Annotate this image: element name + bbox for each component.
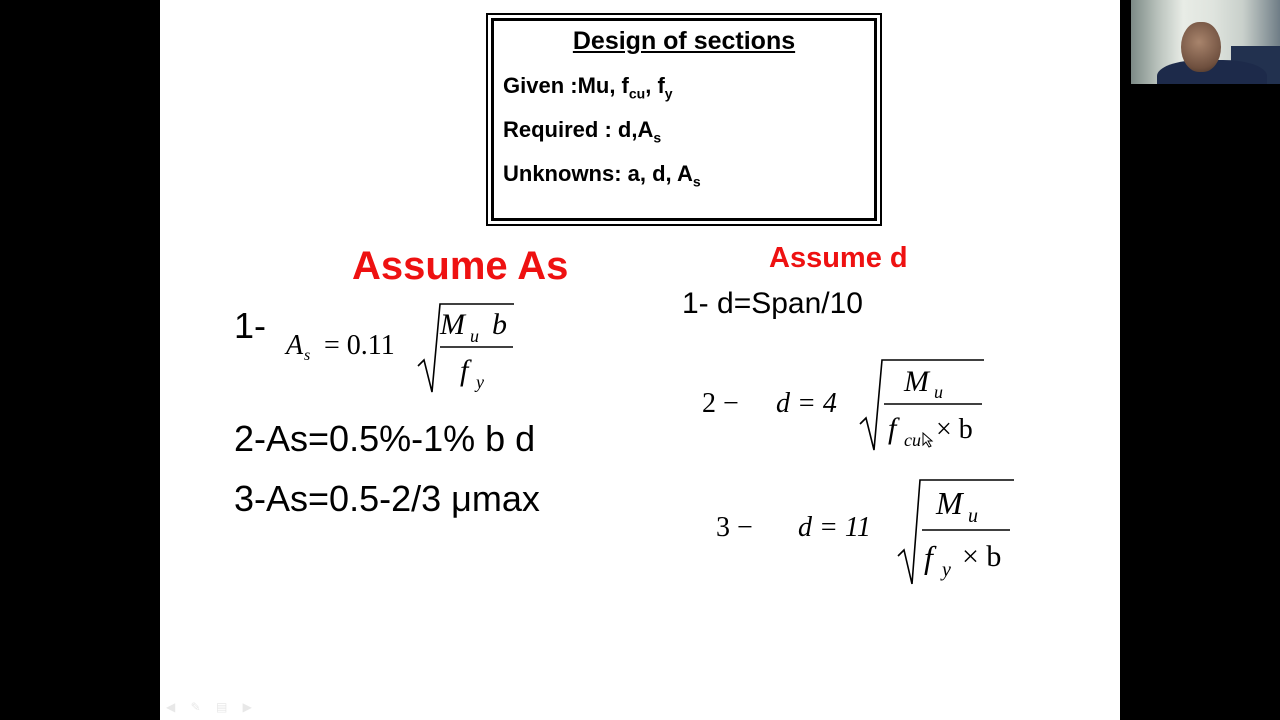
d-item1: 1- d=Span/10 <box>682 287 863 320</box>
unknowns-text: Unknowns: a, d, A <box>503 161 693 186</box>
slideshow-toolbar[interactable]: ◀ ✎ ▤ ▶ <box>166 700 258 714</box>
d-formula-2: 2 − d = 4 M u f cu × b <box>702 359 984 451</box>
f3-sqrt <box>897 479 1014 585</box>
f2-eq: d = 4 <box>776 388 837 419</box>
f1-num-b: b <box>492 308 507 341</box>
f1-den-sub: y <box>474 372 484 392</box>
f1-num: M <box>439 308 467 341</box>
design-box-inner: Design of sections Given :Mu, fcu, fy Re… <box>491 18 877 221</box>
as-item2: 2-As=0.5%-1% b d <box>234 418 536 459</box>
f2-sqrt <box>859 359 984 451</box>
mouse-cursor-icon <box>922 432 934 448</box>
f2-num: M <box>903 365 931 398</box>
given-text: Given :Mu, f <box>503 73 629 98</box>
given-sub-y: y <box>664 85 673 102</box>
f3-label: 3 − <box>716 512 753 543</box>
as-item3: 3-As=0.5-2/3 μmax <box>234 478 540 519</box>
f3-den-rest: × b <box>962 540 1001 573</box>
f1-num-sub: u <box>470 326 479 346</box>
webcam-thumbnail[interactable] <box>1131 0 1280 84</box>
f3-num: M <box>935 485 965 521</box>
given-mid: , f <box>645 73 665 98</box>
unknowns-sub: s <box>692 173 701 190</box>
f1-lhs: A <box>284 330 304 361</box>
f2-den-rest: × b <box>936 414 973 445</box>
f3-den: f <box>924 539 937 575</box>
f3-eq: d = 11 <box>798 512 871 543</box>
f1-sqrt <box>417 303 514 393</box>
f2-den: f <box>888 412 900 445</box>
as-item1-label: 1- <box>234 305 267 346</box>
webcam-person-head <box>1181 22 1221 72</box>
required-text: Required : d,A <box>503 117 654 142</box>
given-line: Given :Mu, fcu, fy <box>503 73 673 101</box>
d-formula-3: 3 − d = 11 M u f y × b <box>716 479 1014 585</box>
design-box-title: Design of sections <box>572 27 796 55</box>
given-sub-cu: cu <box>628 85 646 102</box>
unknowns-line: Unknowns: a, d, As <box>503 161 701 189</box>
f2-num-sub: u <box>934 382 943 402</box>
f1-lhs-sub: s <box>304 347 310 364</box>
f2-den-sub: cu <box>904 430 921 450</box>
design-box: Design of sections Given :Mu, fcu, fy Re… <box>486 13 882 226</box>
required-line: Required : d,As <box>503 117 661 145</box>
assume-as-heading: Assume As <box>352 244 569 288</box>
f1-den: f <box>460 354 472 387</box>
required-sub: s <box>653 129 662 146</box>
f3-den-sub: y <box>940 559 951 581</box>
f3-num-sub: u <box>968 505 978 527</box>
assume-d-heading: Assume d <box>769 242 908 274</box>
f1-eq: = 0.11 <box>324 330 395 361</box>
as-formula-1: A s = 0.11 M u b f y <box>284 303 514 393</box>
f2-label: 2 − <box>702 388 739 419</box>
